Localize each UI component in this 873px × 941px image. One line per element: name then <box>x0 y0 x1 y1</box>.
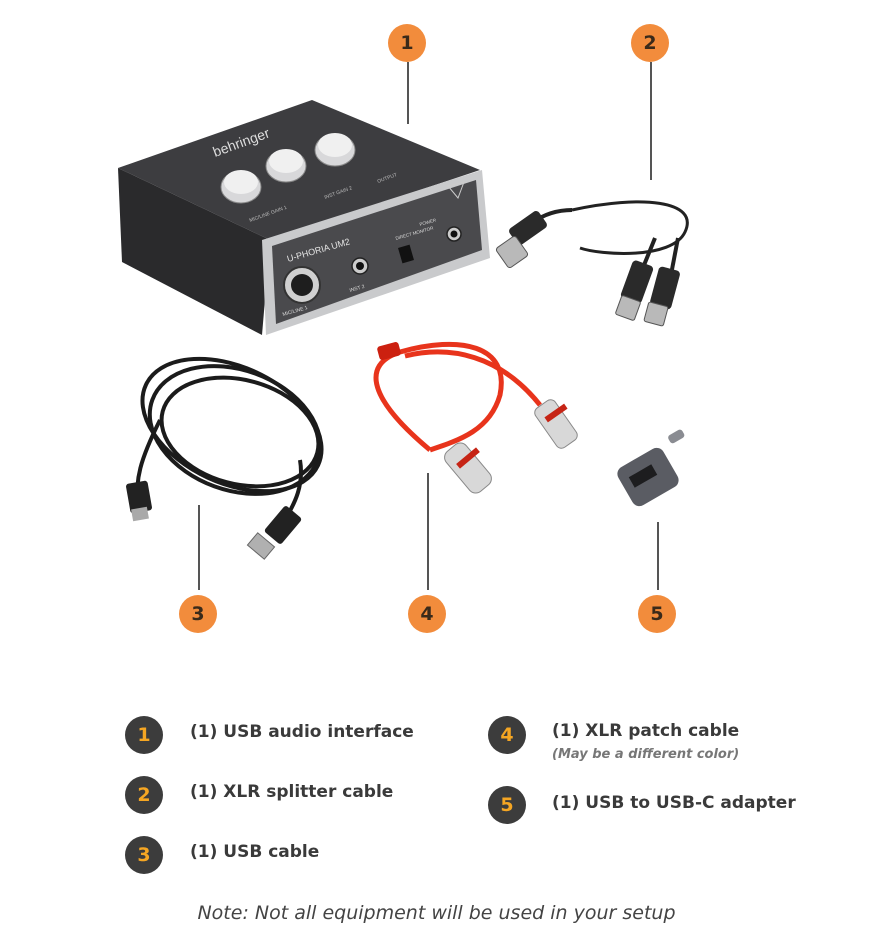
legend-label-2: (1) XLR splitter cable <box>190 782 394 802</box>
legend-badge-1: 1 <box>125 716 163 754</box>
leader-line-3 <box>198 505 200 590</box>
equipment-drawing: behringer MIC/LINE GAIN 1 INST GAIN 2 OU… <box>118 100 689 560</box>
setup-note: Note: Not all equipment will be used in … <box>197 902 676 924</box>
callout-2: 2 <box>631 24 669 62</box>
callout-4: 4 <box>408 595 446 633</box>
leader-line-1 <box>407 62 409 124</box>
legend-sublabel-4: (May be a different color) <box>552 747 740 762</box>
callout-1: 1 <box>388 24 426 62</box>
leader-line-2 <box>650 62 652 180</box>
device-power-text: POWER <box>419 217 437 227</box>
legend-badge-4: 4 <box>488 716 526 754</box>
leader-line-4 <box>427 473 429 590</box>
xlr-patch-cable-image <box>373 341 578 494</box>
xlr-splitter-cable-image <box>495 200 689 327</box>
callout-5: 5 <box>638 595 676 633</box>
legend-badge-2: 2 <box>125 776 163 814</box>
device-input2-text: INST 2 <box>349 284 366 294</box>
callout-3: 3 <box>179 595 217 633</box>
leader-line-5 <box>657 522 659 590</box>
legend-badge-5: 5 <box>488 786 526 824</box>
legend-label-3: (1) USB cable <box>190 842 320 862</box>
usb-c-adapter-image <box>617 429 685 507</box>
usb-audio-interface-image: behringer MIC/LINE GAIN 1 INST GAIN 2 OU… <box>118 100 490 335</box>
usb-cable-image <box>126 356 324 560</box>
equipment-illustration: behringer MIC/LINE GAIN 1 INST GAIN 2 OU… <box>118 24 689 633</box>
legend-label-4: (1) XLR patch cable <box>552 721 740 741</box>
legend-badge-3: 3 <box>125 836 163 874</box>
legend-label-5: (1) USB to USB-C adapter <box>552 793 796 813</box>
legend-label-1: (1) USB audio interface <box>190 722 414 742</box>
